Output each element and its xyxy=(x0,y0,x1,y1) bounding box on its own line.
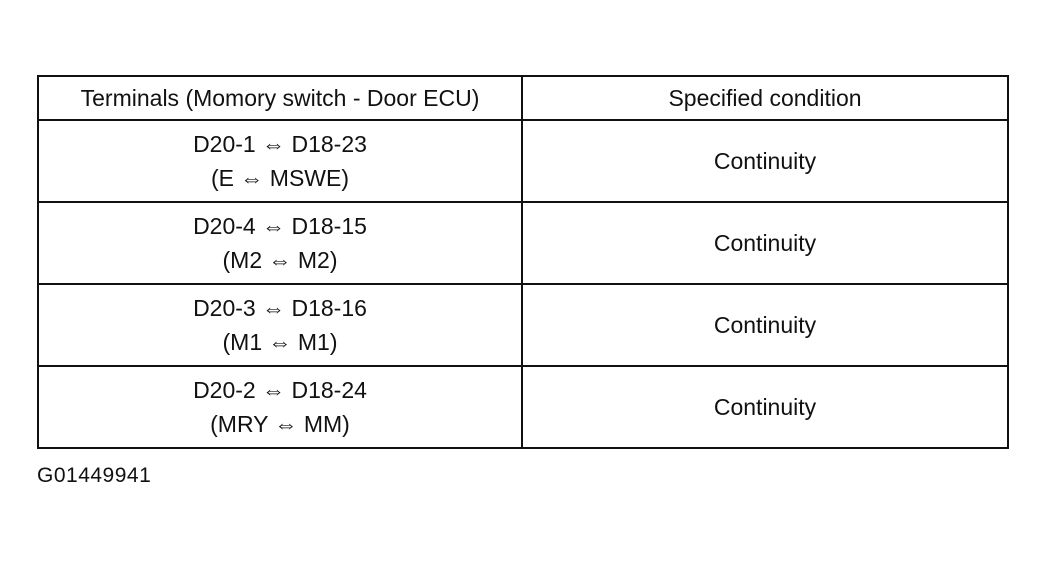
condition-cell: Continuity xyxy=(521,365,1009,449)
terminal-spec-table: Terminals (Momory switch - Door ECU) Spe… xyxy=(37,75,1009,449)
terminal-cell: D20-2 ⇔ D18-24 (MRY ⇔ MM) xyxy=(37,365,523,449)
terminal-signal-names: (M2 ⇔ M2) xyxy=(222,247,338,273)
terminal-pair: D20-1 ⇔ D18-23 xyxy=(193,131,367,157)
figure-code: G01449941 xyxy=(37,464,152,487)
table-row: D20-2 ⇔ D18-24 (MRY ⇔ MM) Continuity xyxy=(37,365,1009,449)
table-row: D20-4 ⇔ D18-15 (M2 ⇔ M2) Continuity xyxy=(37,201,1009,285)
terminal-cell: D20-1 ⇔ D18-23 (E ⇔ MSWE) xyxy=(37,119,523,203)
table-row: D20-3 ⇔ D18-16 (M1 ⇔ M1) Continuity xyxy=(37,283,1009,367)
terminal-pair: D20-3 ⇔ D18-16 xyxy=(193,295,367,321)
terminal-cell: D20-4 ⇔ D18-15 (M2 ⇔ M2) xyxy=(37,201,523,285)
table-row: D20-1 ⇔ D18-23 (E ⇔ MSWE) Continuity xyxy=(37,119,1009,203)
terminal-signal-names: (E ⇔ MSWE) xyxy=(211,165,349,191)
header-specified-condition: Specified condition xyxy=(521,75,1009,121)
terminal-signal-names: (MRY ⇔ MM) xyxy=(210,411,350,437)
terminal-pair: D20-2 ⇔ D18-24 xyxy=(193,377,367,403)
terminal-pair: D20-4 ⇔ D18-15 xyxy=(193,213,367,239)
terminal-cell: D20-3 ⇔ D18-16 (M1 ⇔ M1) xyxy=(37,283,523,367)
condition-cell: Continuity xyxy=(521,119,1009,203)
header-terminals: Terminals (Momory switch - Door ECU) xyxy=(37,75,523,121)
condition-cell: Continuity xyxy=(521,283,1009,367)
table-header-row: Terminals (Momory switch - Door ECU) Spe… xyxy=(37,75,1009,121)
condition-cell: Continuity xyxy=(521,201,1009,285)
terminal-signal-names: (M1 ⇔ M1) xyxy=(222,329,338,355)
